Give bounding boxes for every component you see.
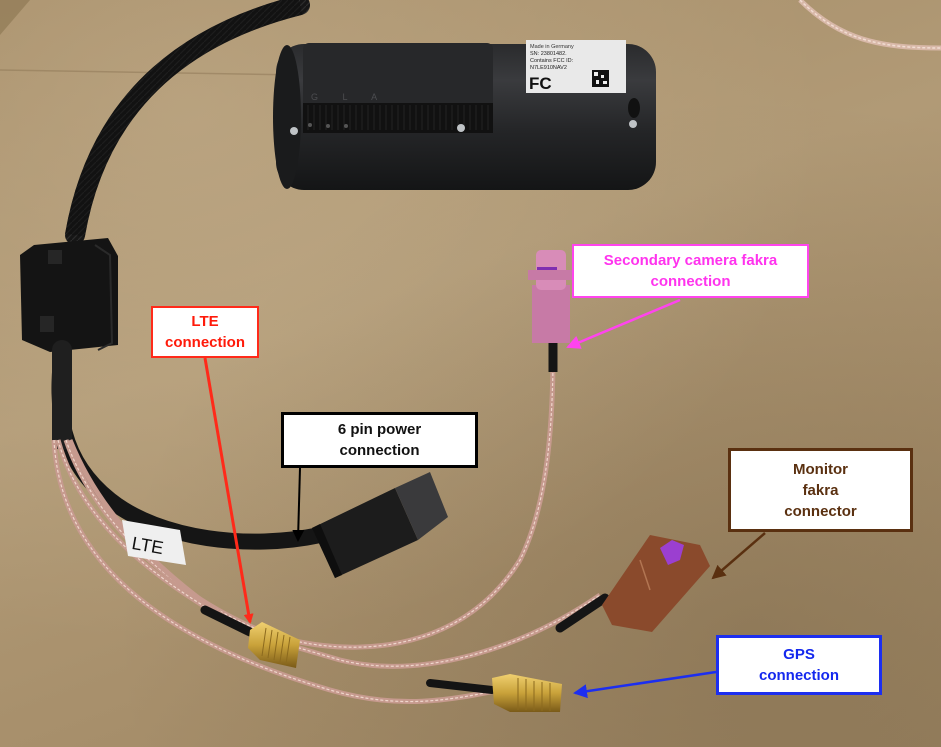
power-connector <box>312 472 448 578</box>
label-line: 6 pin power <box>337 421 422 438</box>
monitor-arrow <box>711 532 766 580</box>
secondary-fakra-connector <box>528 250 572 372</box>
fakra-latch <box>660 540 684 565</box>
label-line: fakra <box>802 481 839 499</box>
sticker-line: SN: 23801482. <box>530 51 567 57</box>
gps-sma-connector <box>426 674 562 712</box>
lte-cable-tag: LTE <box>122 520 186 565</box>
monitor-fakra-label: Monitor fakra connector <box>728 448 913 532</box>
stray-coax-cable <box>798 0 941 51</box>
device-marking: G L A <box>311 92 388 102</box>
ferrite-choke <box>20 238 118 352</box>
lte-connection-label: LTE connection <box>151 306 259 358</box>
sticker-line: N7LE910NAV2 <box>530 65 567 71</box>
screw-icon <box>290 127 298 135</box>
sticker-line: Contains FCC ID: <box>530 58 574 64</box>
label-line: connection <box>339 442 420 459</box>
secondary-arrow <box>566 298 681 349</box>
label-line: LTE <box>191 313 219 330</box>
camera-unit: G L A Made in Germany SN: 23801482. Cont… <box>273 40 656 190</box>
secondary-camera-fakra-label: Secondary camera fakra connection <box>572 244 809 298</box>
device-label-sticker: Made in Germany SN: 23801482. Contains F… <box>526 40 626 93</box>
cardboard-edge <box>0 0 30 35</box>
lte-arrow <box>203 357 254 624</box>
power-connection-label: 6 pin power connection <box>281 412 478 468</box>
label-line: Secondary camera fakra <box>603 252 778 269</box>
label-line: connection <box>164 334 245 351</box>
label-line: Monitor <box>793 460 848 478</box>
gps-connection-label: GPS connection <box>716 635 882 695</box>
label-line: connection <box>650 273 731 290</box>
label-line: connection <box>758 667 839 684</box>
monitor-fakra-connector <box>555 535 710 633</box>
fcc-logo-icon: FC <box>529 74 552 93</box>
label-line: connector <box>784 502 857 520</box>
power-arrow <box>292 467 305 542</box>
label-line: GPS <box>783 646 815 663</box>
lte-sma-connector <box>200 605 300 668</box>
screw-icon <box>629 120 637 128</box>
screw-icon <box>457 124 465 132</box>
sticker-line: Made in Germany <box>530 44 574 50</box>
gps-arrow <box>573 670 717 699</box>
